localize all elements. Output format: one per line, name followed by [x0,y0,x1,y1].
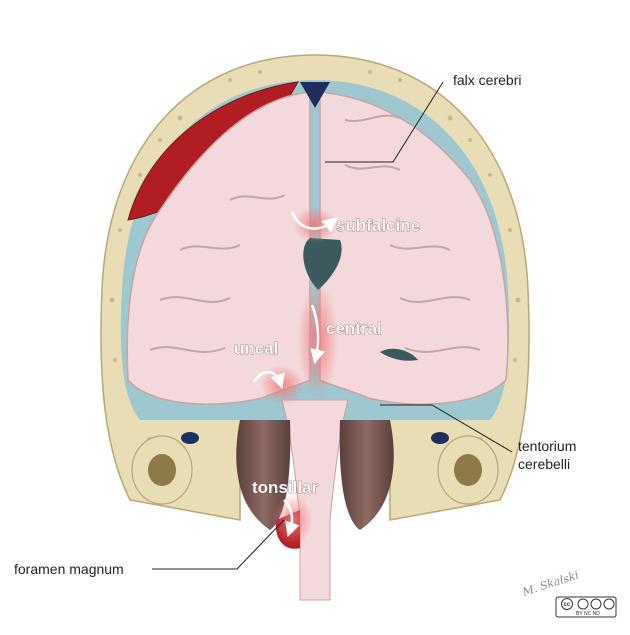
tonsillar-arrow [283,499,300,538]
falx-leader [325,81,444,163]
tentorium-label-line1: tentorium [518,438,576,454]
falx-cerebri-label: falx cerebri [453,72,521,88]
by-icon [577,598,589,610]
foramen-magnum-label: foramen magnum [14,561,124,577]
tentorium-leader [380,404,513,453]
cerebellum-right [339,420,394,530]
tonsillar-label: tonsillar [252,478,319,497]
central-label: central [326,319,382,338]
uncal-label: uncal [234,339,278,358]
foramen-leader [152,519,285,570]
subfalcine-label: subfalcine [336,216,420,235]
cerebellum-left [236,420,291,530]
nd-icon [603,598,615,610]
central-arrow [310,304,326,365]
ventricles [303,238,418,361]
cerebrum [126,91,509,405]
license-badge: cc BY NC ND [555,596,617,618]
subfalcine-arrow [290,211,338,233]
superior-sagittal-sinus [300,82,330,108]
nc-icon [590,598,602,610]
license-terms: BY NC ND [576,611,600,617]
license-text: cc [564,602,571,608]
tentorium-label-line2: cerebelli [518,456,570,472]
uncal-arrow [252,371,285,390]
artist-signature: M. Skalski [520,568,580,599]
cc-icon [561,598,573,610]
